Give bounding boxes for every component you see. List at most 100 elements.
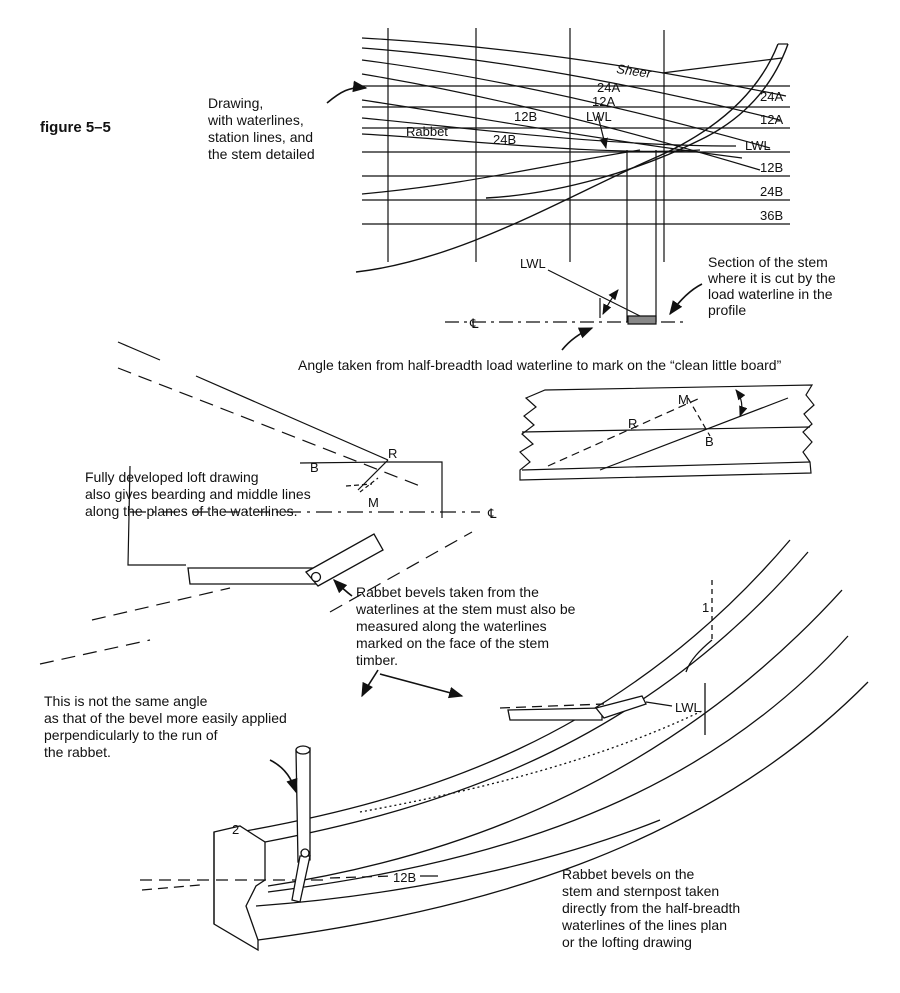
board-reference-line: [522, 427, 810, 432]
timber-rabbet-line: [268, 590, 842, 886]
arrow-icon: [562, 328, 594, 350]
stem-label-12b: 12B: [393, 870, 416, 885]
right-label-36b: 36B: [760, 208, 783, 223]
board-label-m: M: [678, 392, 689, 407]
bevel-gauge-icon: [508, 696, 672, 720]
rabbet-bevels-caption: Rabbet bevels on the stem and sternpost …: [561, 866, 744, 950]
waterline-lwl-dashed: [500, 704, 604, 708]
stem-label-lwl: LWL: [675, 700, 701, 715]
label-12b: 12B: [514, 109, 537, 124]
stem-inner: [486, 44, 788, 198]
section-lwl-line: [548, 270, 640, 316]
arrow-icon: [380, 674, 464, 699]
timber-end-face: [214, 826, 265, 950]
right-label-12b: 12B: [760, 160, 783, 175]
bevel-gauge-icon: [292, 745, 311, 902]
section-caption: Section of the stem where it is cut by t…: [707, 254, 840, 318]
loft-dashed-line: [360, 478, 378, 492]
board-dashed-line: [548, 398, 700, 466]
loft-frame: [128, 466, 186, 565]
stem-label-1: 1: [702, 600, 709, 615]
timber-inner-line: [256, 820, 660, 906]
buttock-curve: [362, 60, 770, 148]
bevel-gauge-pivot: [301, 849, 309, 857]
section-angle-arrow: [603, 289, 619, 315]
board-edge-line: [522, 462, 810, 470]
bevel-gauge-end: [295, 745, 311, 755]
angle-caption: Angle taken from half-breadth load water…: [298, 357, 782, 373]
figure-label: figure 5–5: [40, 119, 111, 136]
section-lwl-label: LWL: [520, 256, 546, 271]
centerline-symbol-icon: ℄: [469, 316, 479, 331]
board-label-r: R: [628, 416, 637, 431]
board-outline: [520, 385, 814, 480]
bevel-gauge-stock: [296, 748, 310, 862]
arrow-icon: [669, 284, 702, 316]
arrow-icon: [332, 578, 352, 596]
loft-extension-line: [40, 640, 150, 664]
right-label-24b: 24B: [760, 184, 783, 199]
right-label-lwl: LWL: [745, 138, 771, 153]
profile-drawing: [327, 28, 790, 322]
stem-label-2: 2: [232, 822, 239, 837]
right-label-24a: 24A: [760, 89, 783, 104]
loft-frame: [300, 462, 388, 463]
timber-top-edge: [240, 540, 790, 832]
arrow-icon: [270, 760, 298, 794]
bevel-gauge-icon: [188, 534, 383, 596]
board-dashed-perpendicular: [688, 398, 710, 436]
loft-line-r-m: [358, 460, 388, 490]
lwl-leader: [646, 702, 672, 706]
stem-outer: [356, 44, 778, 272]
loft-waterline: [196, 376, 388, 460]
station-cut-1-curve: [686, 640, 712, 672]
loft-drawing: [40, 342, 480, 664]
waterline-dashed: [142, 885, 200, 890]
buttock-curve: [362, 48, 780, 120]
board-angle-line: [600, 398, 788, 470]
stem-section-hatch: [628, 316, 656, 324]
bevel-gauge-blade: [596, 696, 646, 718]
loft-extension-line: [330, 532, 472, 612]
buttock-curve: [362, 74, 760, 170]
right-label-12a: 12A: [760, 112, 783, 127]
bevels-caption: Rabbet bevels taken from the waterlines …: [355, 584, 579, 668]
loft-dashed-line: [346, 484, 372, 486]
arrow-icon: [327, 80, 368, 103]
loft-caption: Fully developed loft drawing also gives …: [85, 469, 315, 519]
label-12a: 12A: [592, 94, 615, 109]
clean-little-board: [520, 385, 814, 480]
label-24a: 24A: [597, 80, 620, 95]
arrow-icon: [362, 670, 378, 698]
sheer-curve: [362, 38, 786, 96]
bevel-gauge-stock: [508, 708, 602, 720]
drawing-caption: Drawing, with waterlines, station lines,…: [207, 95, 317, 162]
timber-face-line: [268, 636, 848, 892]
stem-section: [445, 270, 702, 350]
buttock-curve: [362, 134, 700, 151]
loft-label-b: B: [310, 460, 319, 475]
sheer-leader: [662, 58, 782, 73]
waterline-12b-dashed: [330, 876, 392, 878]
loft-extension-line: [92, 588, 230, 620]
loft-centerline-symbol-icon: ℄: [487, 506, 497, 521]
bevel-gauge-stock: [188, 568, 320, 584]
sheer-label: Sheer: [616, 61, 653, 81]
loft-frame: [388, 462, 442, 518]
timber-upper-edge: [265, 552, 808, 842]
bevel-gauge-pivot: [312, 573, 321, 582]
timber-bottom-edge: [258, 682, 868, 940]
rabbet-label: Rabbet: [406, 124, 448, 139]
loft-label-r: R: [388, 446, 397, 461]
board-label-b: B: [705, 434, 714, 449]
not-same-caption: This is not the same angle as that of th…: [44, 693, 291, 760]
profile-labels: Sheer 24A 12A 12B LWL Rabbet 24B 24A 12A…: [406, 61, 783, 223]
label-lwl: LWL: [586, 109, 612, 124]
buttock-curve: [362, 150, 640, 194]
label-24b: 24B: [493, 132, 516, 147]
loft-label-m: M: [368, 495, 379, 510]
loft-bearding-line: [118, 368, 420, 486]
board-angle-arrow: [735, 389, 748, 418]
lwl-leader: [598, 116, 608, 150]
